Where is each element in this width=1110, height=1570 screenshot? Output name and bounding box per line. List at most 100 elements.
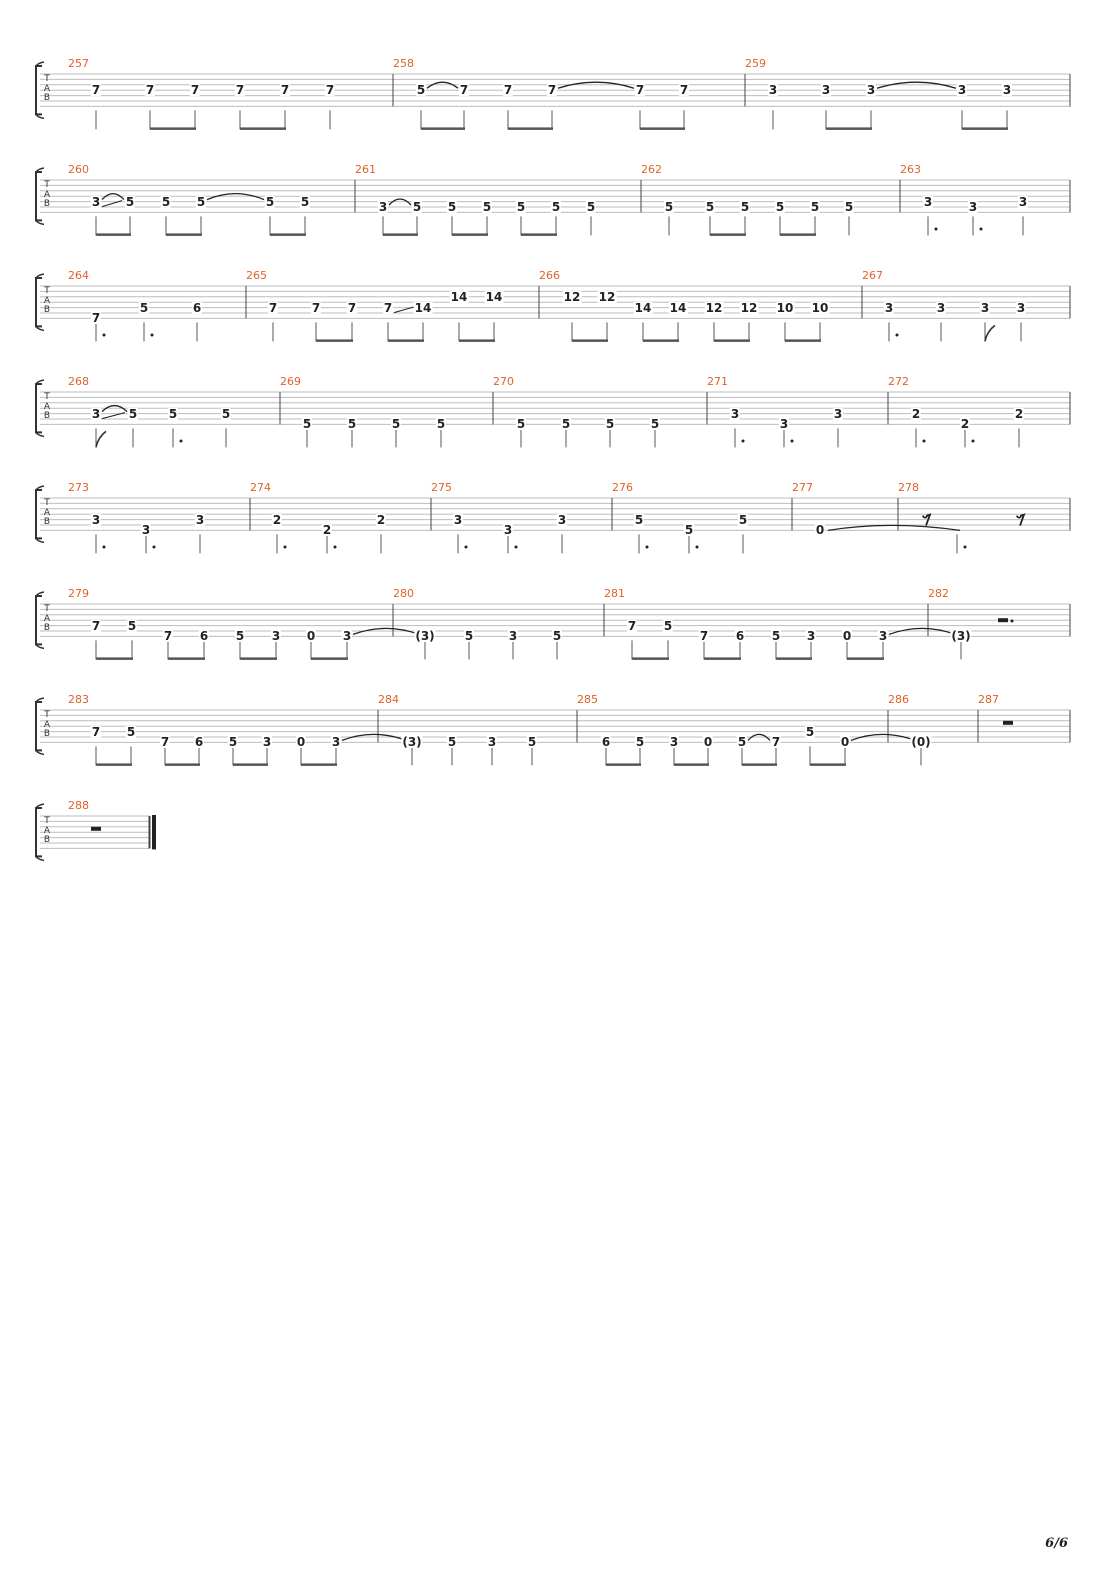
fret-number: 7 <box>234 83 246 98</box>
augmentation-dot <box>179 439 183 443</box>
fret-number: 5 <box>463 629 475 644</box>
beam <box>962 127 1008 130</box>
fret-number: 3 <box>341 629 353 644</box>
tab-clef-letter: A <box>43 401 51 412</box>
tie-arc <box>426 81 459 89</box>
tab-clef-letter: A <box>43 295 51 306</box>
measure-number: 282 <box>928 587 949 600</box>
augmentation-dot <box>695 545 699 549</box>
measure-number: 265 <box>246 269 267 282</box>
fret-number: 5 <box>126 618 138 633</box>
fret-number: 5 <box>234 629 246 644</box>
fret-number: 7 <box>162 629 174 644</box>
bracket-hook <box>35 219 45 226</box>
fret-number: (3) <box>950 629 972 644</box>
fret-number: 5 <box>167 406 179 421</box>
beam <box>826 127 872 130</box>
augmentation-dot <box>464 545 468 549</box>
fret-number: 7 <box>144 83 156 98</box>
fret-number: 0 <box>702 735 714 750</box>
fret-number: 7 <box>90 311 102 326</box>
fret-number: 3 <box>668 735 680 750</box>
fret-number: 5 <box>683 523 695 538</box>
beam <box>240 657 277 660</box>
fret-number: (3) <box>414 629 436 644</box>
fret-number: 5 <box>264 194 276 209</box>
measure-number: 263 <box>900 163 921 176</box>
fret-number: 7 <box>626 618 638 633</box>
fret-number: 5 <box>560 417 572 432</box>
fret-number: 12 <box>739 300 759 315</box>
beam <box>96 763 132 766</box>
beam <box>383 233 418 236</box>
measure-number: 275 <box>431 481 452 494</box>
page-number: 6/6 <box>1045 1536 1068 1551</box>
measure-number: 264 <box>68 269 89 282</box>
tab-clef-letter: B <box>43 93 51 104</box>
tab-clef-letter: B <box>43 199 51 210</box>
beam <box>301 763 337 766</box>
beam <box>780 233 816 236</box>
system-bracket <box>35 807 42 858</box>
measure-number: 259 <box>745 57 766 70</box>
fret-number: 3 <box>194 512 206 527</box>
bracket-hook <box>35 855 45 862</box>
fret-number: 5 <box>390 417 402 432</box>
fret-number: 3 <box>956 83 968 98</box>
fret-number: 0 <box>841 629 853 644</box>
fret-number: 7 <box>159 735 171 750</box>
fret-number: 5 <box>550 200 562 214</box>
beam <box>674 763 709 766</box>
measure-number: 266 <box>539 269 560 282</box>
beam <box>785 339 821 342</box>
fret-number: 3 <box>883 300 895 315</box>
tab-clef-letter: A <box>43 613 51 624</box>
fret-number: 5 <box>804 724 816 739</box>
fret-number: 0 <box>814 523 826 538</box>
augmentation-dot <box>333 545 337 549</box>
fret-number: 12 <box>562 289 582 304</box>
fret-number: 3 <box>452 512 464 527</box>
tab-clef-letter: B <box>43 305 51 316</box>
bracket-hook <box>35 113 45 120</box>
fret-number: 3 <box>90 406 102 421</box>
tab-clef-letter: A <box>43 719 51 730</box>
measure-number: 288 <box>68 799 89 812</box>
fret-number: 7 <box>267 300 279 315</box>
bracket-hook <box>35 325 45 332</box>
fret-number: 7 <box>382 300 394 315</box>
fret-number: 5 <box>634 735 646 750</box>
fret-number: 5 <box>446 200 458 214</box>
fret-number: 6 <box>193 735 205 750</box>
bracket-hook <box>35 61 45 67</box>
measure-number: 280 <box>393 587 414 600</box>
fret-number: 5 <box>227 735 239 750</box>
fret-number: 5 <box>843 200 855 214</box>
tab-clef-letter: T <box>44 604 50 614</box>
fret-number: 2 <box>910 406 922 421</box>
fret-number: 3 <box>865 83 877 98</box>
fret-number: 6 <box>734 629 746 644</box>
beam <box>643 339 679 342</box>
fret-number: 5 <box>301 417 313 432</box>
beam <box>388 339 424 342</box>
augmentation-dot <box>790 439 794 443</box>
bracket-hook <box>35 749 45 756</box>
measure-number: 283 <box>68 693 89 706</box>
fret-number: 7 <box>279 83 291 98</box>
beam <box>704 657 741 660</box>
fret-number: 5 <box>415 83 427 98</box>
fret-number: 0 <box>295 735 307 750</box>
fret-number: 5 <box>633 512 645 527</box>
fret-number: 3 <box>330 735 342 750</box>
fret-number: 3 <box>556 512 568 527</box>
fret-number: 2 <box>321 523 333 538</box>
fret-number: 5 <box>551 629 563 644</box>
fret-number: 3 <box>729 406 741 421</box>
fret-number: 10 <box>810 300 830 315</box>
fret-number: 5 <box>435 417 447 432</box>
beam <box>150 127 196 130</box>
fret-number: 5 <box>663 200 675 214</box>
